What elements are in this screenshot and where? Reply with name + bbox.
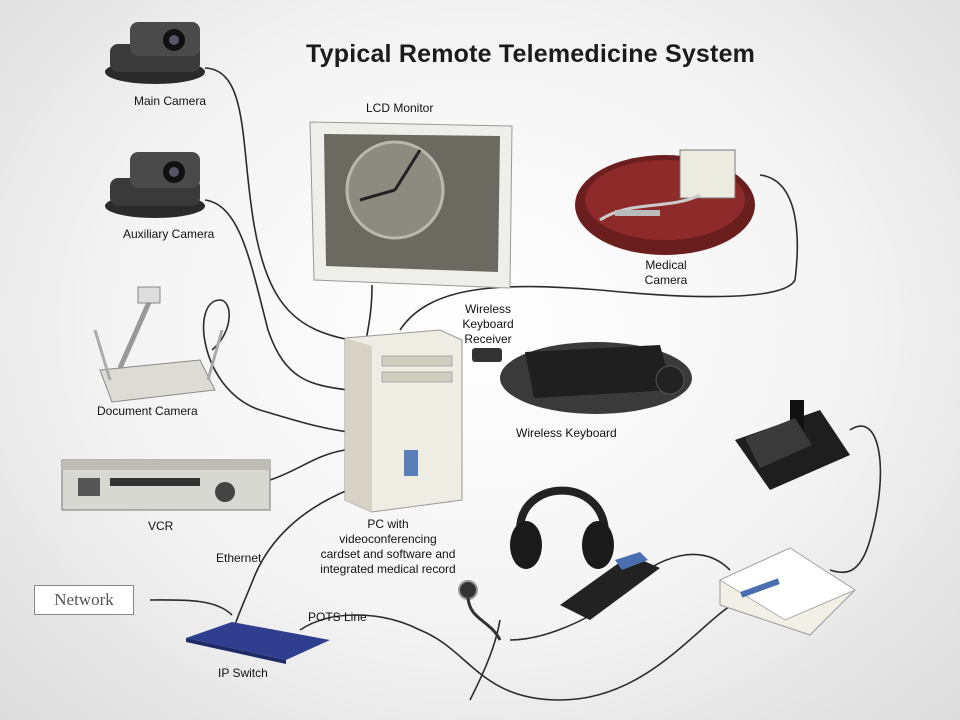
- cable-main-camera: [204, 67, 351, 341]
- label-auxiliary-camera: Auxiliary Camera: [123, 227, 215, 241]
- diagram-title: Typical Remote Telemedicine System: [306, 40, 756, 68]
- label-document-camera: Document Camera: [97, 404, 198, 418]
- label-medical-camera: Medical Camera: [644, 258, 688, 287]
- stethoscope-icon: [458, 580, 502, 641]
- medical-camera-icon: [575, 149, 755, 255]
- main-camera-icon: [105, 22, 205, 84]
- label-lcd-monitor: LCD Monitor: [366, 101, 434, 115]
- label-wireless-keyboard-receiver: Wireless Keyboard Receiver: [462, 302, 514, 346]
- label-wireless-keyboard: Wireless Keyboard: [516, 426, 617, 440]
- network-box: Network: [34, 585, 134, 615]
- label-ip-switch: IP Switch: [218, 666, 268, 680]
- label-pc: PC with videoconferencing cardset and so…: [320, 517, 456, 576]
- cable-medical-camera: [399, 174, 799, 331]
- label-pots-line: POTS Line: [308, 610, 367, 624]
- document-camera-icon: [93, 286, 224, 403]
- cable-document-camera: [202, 299, 349, 433]
- wireless-keyboard-icon: [500, 342, 692, 414]
- ip-switch-icon: [186, 622, 330, 664]
- lcd-monitor-icon: [309, 121, 513, 289]
- cable-ethernet: [234, 489, 349, 626]
- vcr-icon: [61, 459, 271, 511]
- modem-icon: [718, 547, 857, 636]
- cable-vcr: [269, 449, 346, 481]
- cable-aux-camera: [204, 199, 349, 391]
- label-main-camera: Main Camera: [134, 94, 207, 108]
- cable-pots: [299, 599, 741, 701]
- cable-monitor: [365, 284, 373, 341]
- auxiliary-camera-icon: [105, 152, 205, 218]
- cable-phone: [829, 425, 882, 574]
- label-vcr: VCR: [148, 519, 174, 533]
- cable-stetho-amp: [469, 619, 501, 701]
- keyboard-receiver-icon: [472, 348, 502, 362]
- label-ethernet: Ethernet: [216, 551, 262, 565]
- stethoscope-amplifier-icon: [560, 552, 660, 620]
- telephone-icon: [735, 400, 850, 490]
- cable-network: [149, 599, 233, 616]
- pc-tower-icon: [344, 329, 463, 513]
- headphones-icon: [510, 486, 614, 569]
